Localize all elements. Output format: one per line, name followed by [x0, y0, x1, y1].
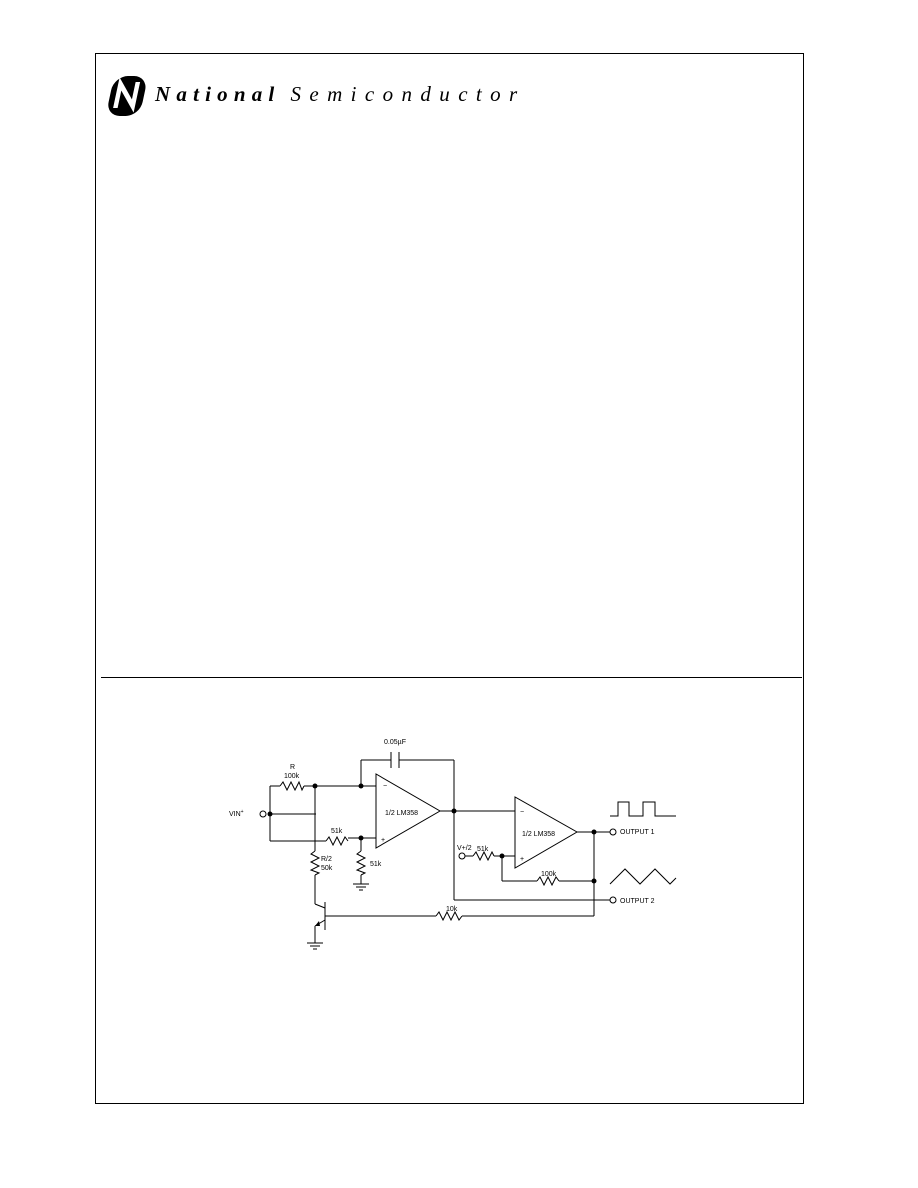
- op1-label: 1/2 LM358: [385, 810, 418, 817]
- vin-terminal: [259, 810, 267, 818]
- output1-terminal: [609, 828, 617, 836]
- resistor-51k-a: [325, 835, 349, 847]
- op-amp-2: [514, 796, 579, 869]
- op2-label: 1/2 LM358: [522, 831, 555, 838]
- resistor-51k-b: [355, 850, 367, 876]
- r10k-label: 10k: [446, 906, 458, 913]
- r-half-label-2: 50k: [321, 865, 333, 872]
- r-half-label-1: R/2: [321, 856, 332, 863]
- output1-label: OUTPUT 1: [620, 829, 655, 836]
- ground-icon: [353, 883, 369, 891]
- capacitor-0-05uf: [390, 752, 400, 768]
- resistor-r-100k: [279, 780, 305, 792]
- brand-name: National Semiconductor: [155, 82, 526, 106]
- vplus2-label: V+/2: [457, 845, 472, 852]
- output2-label: OUTPUT 2: [620, 898, 655, 905]
- square-wave-icon: [610, 801, 676, 817]
- cap-label: 0.05µF: [384, 739, 406, 746]
- transistor: [315, 902, 326, 930]
- r51k-c-label: 51k: [477, 846, 489, 853]
- page-frame: [95, 53, 804, 1104]
- output2-terminal: [609, 896, 617, 904]
- op1-minus: −: [383, 783, 387, 790]
- r-in-label-1: R: [290, 764, 295, 771]
- op1-plus: +: [381, 837, 385, 844]
- vplus2-terminal: [458, 852, 466, 860]
- resistor-10k: [435, 910, 463, 922]
- op2-plus: +: [520, 856, 524, 863]
- junction-dots: [267, 783, 597, 884]
- resistor-100k: [536, 875, 560, 887]
- r51k-a-label: 51k: [331, 828, 343, 835]
- vin-label: VIN+: [229, 809, 244, 818]
- resistor-51k-c: [472, 850, 495, 862]
- op-amp-1: [375, 773, 441, 849]
- brand-national: National: [155, 82, 281, 106]
- r-in-label-2: 100k: [284, 773, 300, 780]
- r51k-b-label: 51k: [370, 861, 382, 868]
- national-semiconductor-logo-icon: [108, 76, 146, 116]
- r100k-label: 100k: [541, 871, 557, 878]
- wires: [269, 759, 610, 943]
- circuit-schematic: 0.05µF R 100k VIN+ 51k 51k R/2 50k − + 1…: [229, 739, 677, 950]
- section-divider: [101, 677, 802, 678]
- brand-semiconductor: Semiconductor: [290, 82, 526, 106]
- resistor-r-half-50k: [309, 850, 321, 876]
- op2-minus: −: [520, 809, 524, 816]
- triangle-wave-icon: [609, 868, 677, 885]
- ground-icon: [307, 942, 323, 950]
